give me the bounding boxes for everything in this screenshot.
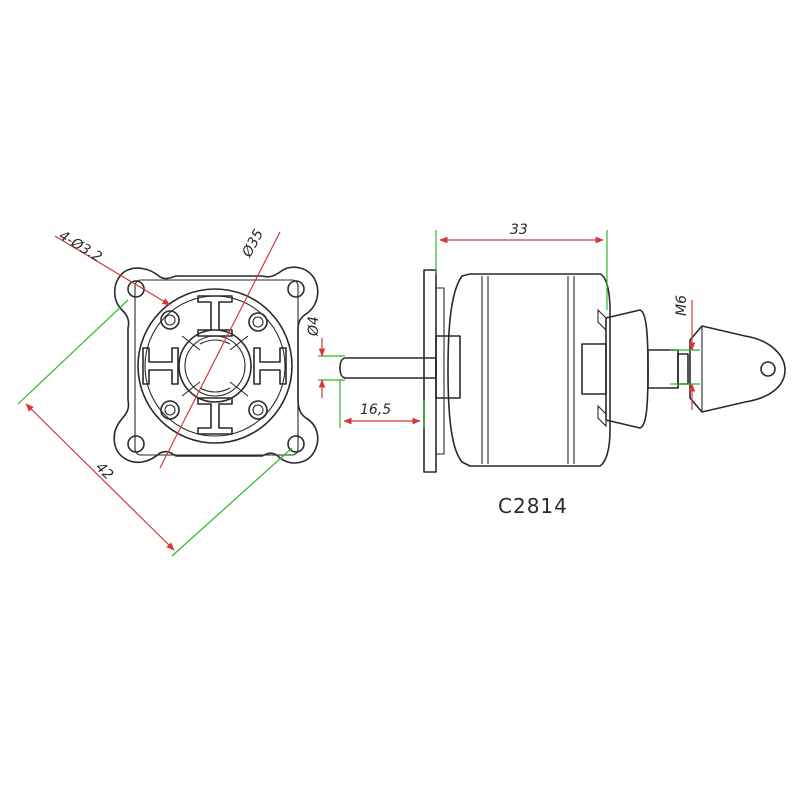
motor-can	[447, 273, 611, 467]
bolt-circle-label: Ø35	[239, 227, 267, 261]
hole-spec-label: 4-Ø3.2	[56, 228, 105, 266]
model-label: C2814	[498, 494, 568, 518]
rib-right	[253, 347, 287, 385]
motor-body-circle	[137, 288, 293, 444]
mount-hole-bottom-right	[287, 435, 305, 453]
mount-hole-bottom-left	[127, 435, 145, 453]
spinner-cone	[689, 325, 786, 413]
motor-shaft	[339, 357, 437, 379]
shaft-diameter-label: Ø4	[306, 316, 322, 337]
bolt-hole	[248, 400, 268, 420]
side-mount-plate	[423, 269, 437, 473]
thread-label: M6	[674, 295, 690, 316]
mount-span-label: 42	[92, 459, 116, 483]
side-dimensions: 33 Ø4 16,5 M6	[306, 222, 700, 428]
center-hub	[178, 329, 252, 403]
prop-adapter-base	[605, 309, 649, 429]
flange-inner-square	[134, 279, 299, 456]
shaft-length-label: 16,5	[360, 402, 391, 418]
bolt-hole	[160, 400, 180, 420]
bolt-hole	[160, 310, 180, 330]
rib-left	[142, 347, 179, 385]
rib-bottom	[197, 397, 233, 435]
front-view	[113, 266, 319, 464]
side-view	[339, 269, 786, 473]
mount-hole-top-right	[287, 280, 305, 298]
thread-section	[677, 353, 689, 385]
rib-top	[197, 295, 233, 337]
bolt-hole	[248, 312, 268, 332]
body-length-label: 33	[510, 222, 528, 238]
